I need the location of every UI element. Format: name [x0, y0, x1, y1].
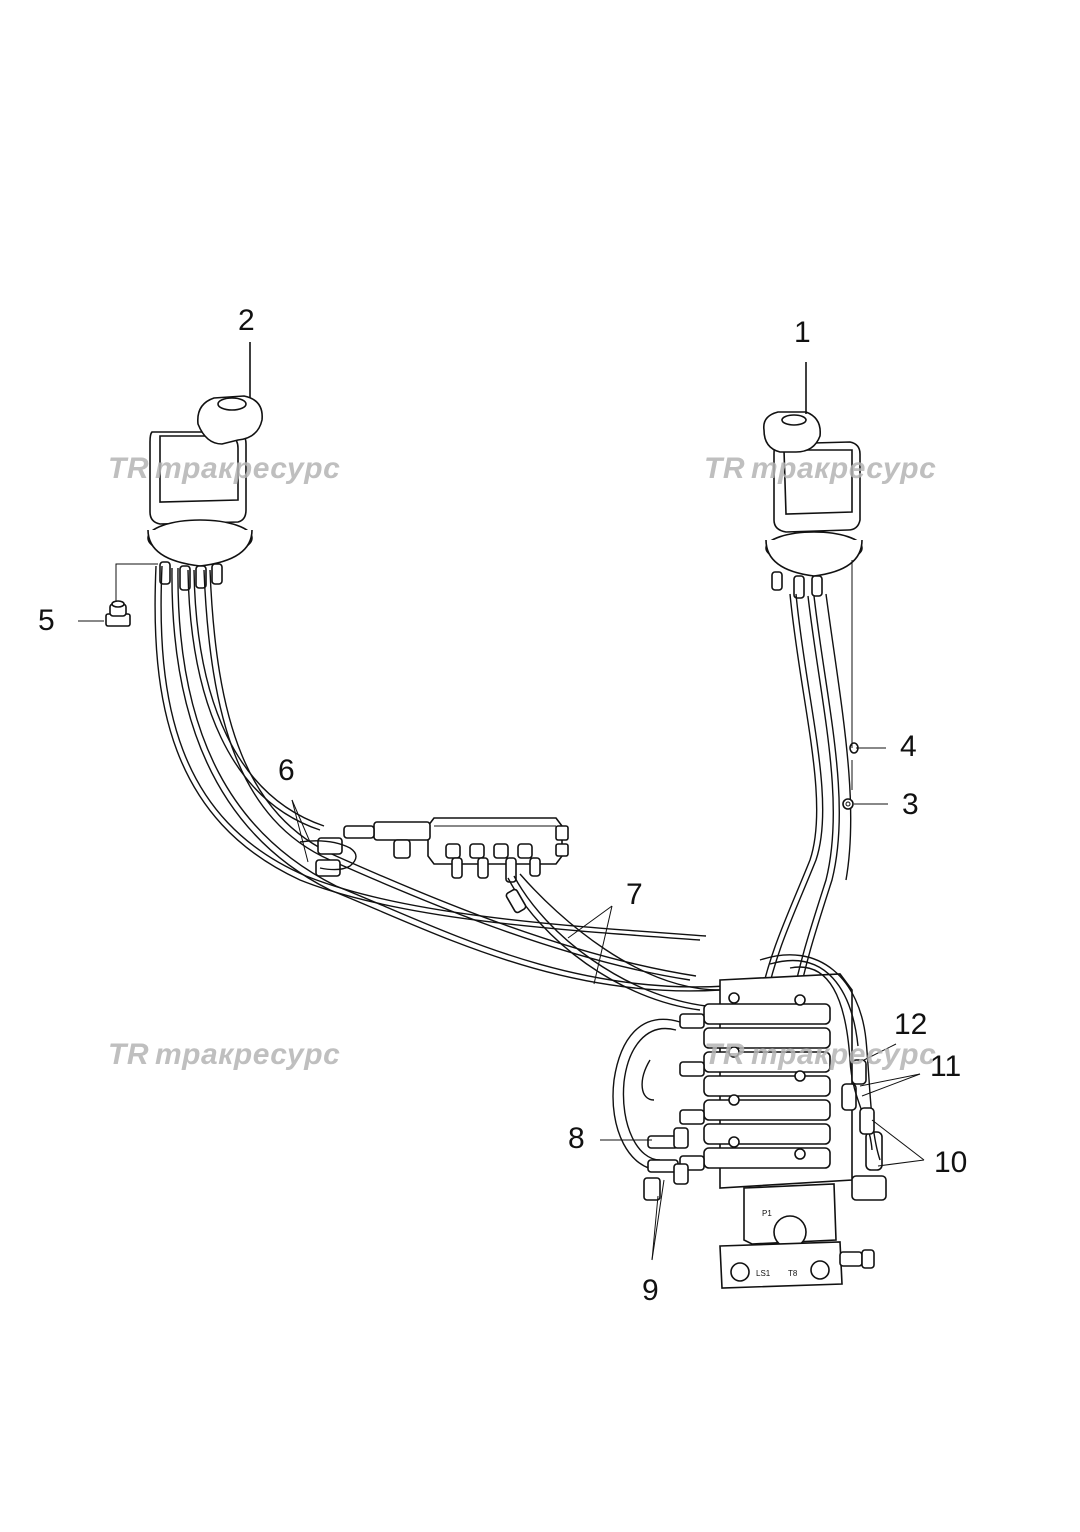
watermark-logo-icon: TR	[704, 452, 745, 485]
manifold-to-valve-hoses	[505, 873, 721, 1011]
callout-1: 1	[794, 316, 811, 349]
watermark-logo-icon: TR	[108, 452, 149, 485]
left-hose-bundle	[154, 565, 727, 992]
callout-12: 12	[894, 1008, 928, 1041]
valve-right-hoses	[759, 954, 881, 1161]
watermark-logo-icon: TR	[108, 1038, 149, 1071]
callout-6: 6	[278, 754, 295, 787]
control-valve-bank: P1 LS1 T8	[679, 973, 887, 1289]
callout-10: 10	[934, 1146, 968, 1179]
manifold-block	[299, 817, 569, 883]
callout-9: 9	[642, 1274, 659, 1307]
watermark-text: тракресурс	[751, 1038, 937, 1071]
watermark-text: тракресурс	[155, 452, 341, 485]
plug-fitting	[105, 600, 131, 627]
port-t-label: T8	[788, 1269, 798, 1278]
watermark-text: тракресурс	[751, 452, 937, 485]
valve-loop-hoses	[612, 1018, 689, 1201]
watermark-logo-icon: TR	[704, 1038, 745, 1071]
callout-5: 5	[38, 604, 55, 637]
port-ls-label: LS1	[756, 1269, 771, 1278]
leader-lines	[78, 560, 925, 1261]
watermark-text: тракресурс	[155, 1038, 341, 1071]
callout-11: 11	[930, 1050, 962, 1083]
callout-7: 7	[626, 878, 643, 911]
port-p-label: P1	[762, 1209, 772, 1218]
callout-4: 4	[900, 730, 917, 763]
valve-sections	[703, 1003, 831, 1169]
right-joystick	[762, 362, 863, 599]
right-hose-bundle	[759, 593, 852, 1011]
callout-8: 8	[568, 1122, 585, 1155]
callout-3: 3	[902, 788, 919, 821]
washer-small	[842, 742, 859, 810]
left-joystick	[147, 342, 263, 591]
callout-2: 2	[238, 304, 255, 337]
